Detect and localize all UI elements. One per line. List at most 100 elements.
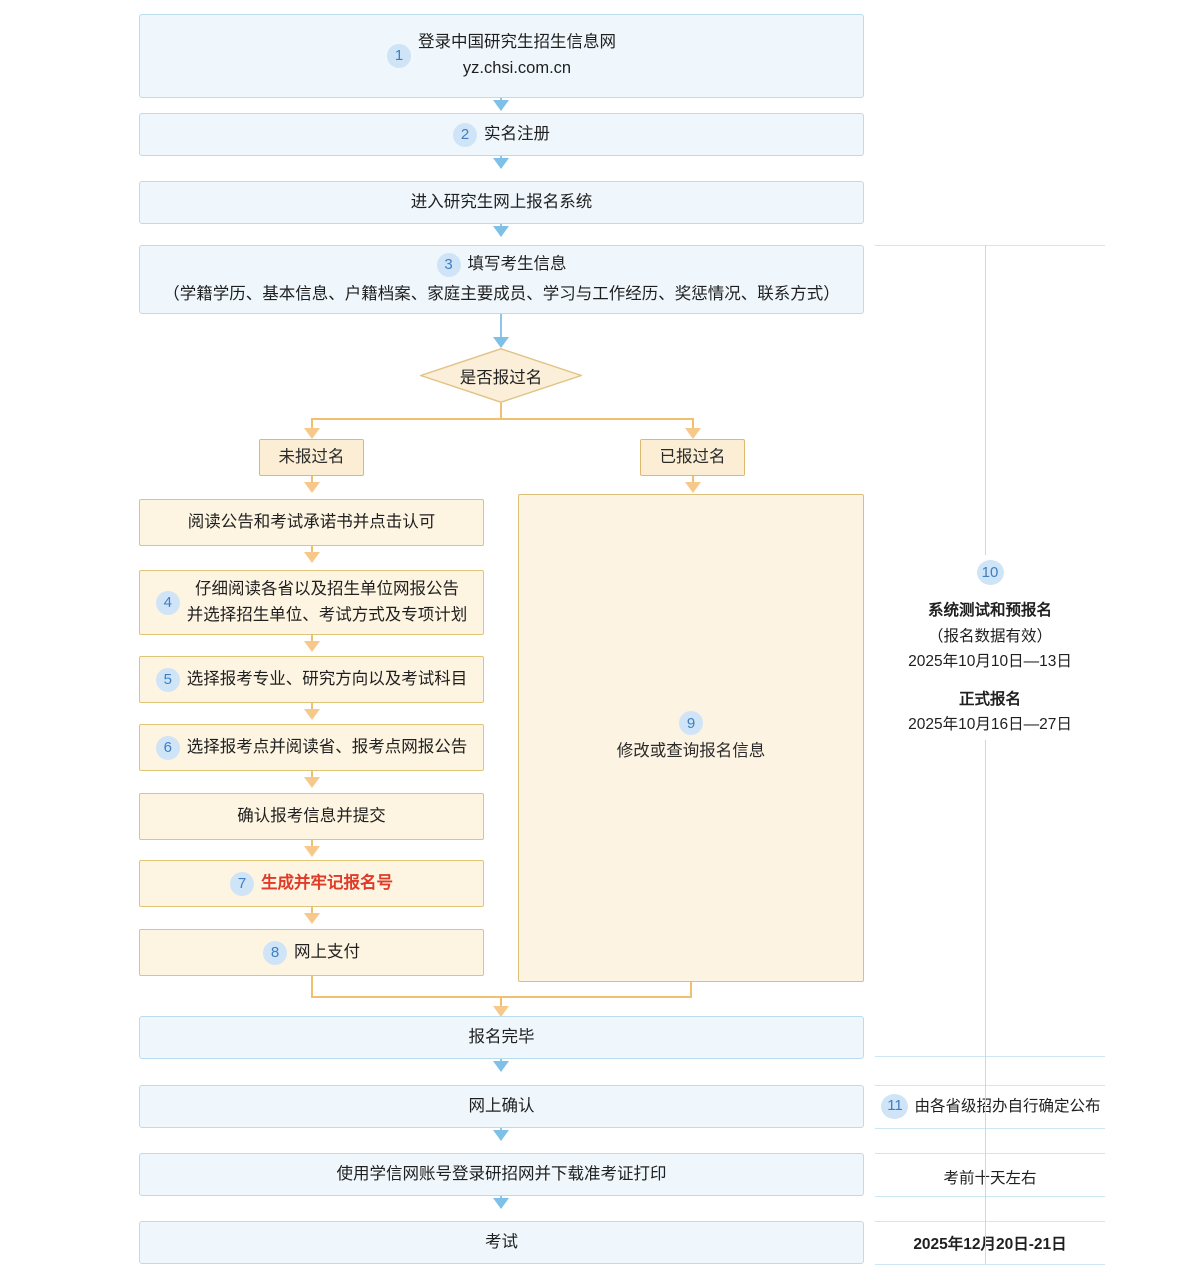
- node-read-notice-commitment[interactable]: 阅读公告和考试承诺书并点击认可: [139, 499, 484, 546]
- node-modify-or-query[interactable]: 9 修改或查询报名信息: [518, 494, 864, 982]
- arrow-decision-left: [304, 428, 320, 439]
- node-branch-already-registered[interactable]: 已报过名: [640, 439, 745, 476]
- arrow-decision-right: [685, 428, 701, 439]
- step-badge-4: 4: [155, 590, 180, 615]
- connector-fillinfo-decision: [500, 314, 502, 340]
- branch-no-label: 未报过名: [278, 447, 345, 466]
- modify-query-label: 修改或查询报名信息: [616, 742, 766, 761]
- panel-divider-exam-top: [875, 1221, 1105, 1222]
- read-notice-label: 阅读公告和考试承诺书并点击认可: [187, 512, 436, 531]
- panel-divider-ticket-bottom: [875, 1196, 1105, 1197]
- node-exam[interactable]: 考试: [139, 1221, 864, 1264]
- arrow-done-confirm: [493, 1061, 509, 1072]
- step-badge-7: 7: [230, 871, 254, 896]
- node-select-major[interactable]: 5 选择报考专业、研究方向以及考试科目: [139, 656, 484, 703]
- arrow-confirm-step7: [304, 846, 320, 857]
- node-branch-not-registered[interactable]: 未报过名: [259, 439, 364, 476]
- arrow-step6-confirm: [304, 777, 320, 788]
- connector-decision-stem: [500, 403, 502, 420]
- arrow-fillinfo-decision: [493, 337, 509, 348]
- node-online-payment[interactable]: 8 网上支付: [139, 929, 484, 976]
- arrow-branchno-readnotice: [304, 482, 320, 493]
- step-badge-9: 9: [679, 711, 703, 736]
- node-read-province-announcements[interactable]: 4 仔细阅读各省以及招生单位网报公告 并选择招生单位、考试方式及专项计划: [139, 570, 484, 635]
- arrow-step5-step6: [304, 709, 320, 720]
- node-signup-complete[interactable]: 报名完毕: [139, 1016, 864, 1059]
- node-login[interactable]: 1 登录中国研究生招生信息网 yz.chsi.com.cn: [139, 14, 864, 98]
- panel-center-line-bottom: [985, 1056, 986, 1264]
- node-real-name-register[interactable]: 2 实名注册: [139, 113, 864, 156]
- timeline-exam-note: 2025年12月20日-21日: [875, 1232, 1105, 1257]
- node-download-admission-ticket[interactable]: 使用学信网账号登录研招网并下载准考证打印: [139, 1153, 864, 1196]
- ticket-note-label: 考前十天左右: [943, 1170, 1037, 1187]
- connector-merge-stem: [500, 996, 502, 1008]
- node-enter-system[interactable]: 进入研究生网上报名系统: [139, 181, 864, 224]
- panel-center-line-lower: [985, 740, 986, 1056]
- online-pay-label: 网上支付: [294, 942, 360, 961]
- panel-center-line-upper: [985, 245, 986, 555]
- timeline-schedule-block: 10 系统测试和预报名 （报名数据有效） 2025年10月10日—13日 正式报…: [875, 560, 1105, 737]
- panel-divider-done: [875, 1056, 1105, 1057]
- panel-divider-confirm-bottom: [875, 1128, 1105, 1129]
- arrow-step4-step5: [304, 641, 320, 652]
- connector-modify-merge: [690, 982, 692, 998]
- exam-label: 考试: [485, 1232, 518, 1251]
- arrow-system-fillinfo: [493, 226, 509, 237]
- node-online-confirmation[interactable]: 网上确认: [139, 1085, 864, 1128]
- arrow-login-register: [493, 100, 509, 111]
- node-fill-info-line2: （学籍学历、基本信息、户籍档案、家庭主要成员、学习与工作经历、奖惩情况、联系方式…: [163, 284, 840, 303]
- step-badge-2: 2: [453, 122, 477, 147]
- arrow-step7-step8: [304, 913, 320, 924]
- arrow-register-system: [493, 158, 509, 169]
- decision-label: 是否报过名: [459, 368, 543, 387]
- step-badge-1: 1: [387, 44, 411, 68]
- connector-step8-merge: [311, 976, 313, 998]
- node-confirm-and-submit[interactable]: 确认报考信息并提交: [139, 793, 484, 840]
- panel-divider-ticket-top: [875, 1153, 1105, 1154]
- node-fill-candidate-info[interactable]: 3 填写考生信息 （学籍学历、基本信息、户籍档案、家庭主要成员、学习与工作经历、…: [139, 245, 864, 314]
- select-major-label: 选择报考专业、研究方向以及考试科目: [186, 669, 468, 688]
- connector-decision-left: [311, 418, 313, 432]
- select-site-label: 选择报考点并阅读省、报考点网报公告: [186, 737, 468, 756]
- schedule-note-1: （报名数据有效）: [927, 627, 1052, 645]
- arrow-confirm-download: [493, 1130, 509, 1141]
- step-badge-3: 3: [436, 252, 461, 277]
- step-badge-10: 10: [976, 560, 1004, 586]
- read-province-line1: 仔细阅读各省以及招生单位网报公告: [195, 579, 459, 598]
- step-badge-6: 6: [155, 735, 180, 760]
- download-ticket-label: 使用学信网账号登录研招网并下载准考证打印: [336, 1164, 667, 1183]
- node-decision-registered-before[interactable]: 是否报过名: [420, 348, 582, 403]
- arrow-branchyes-modify: [685, 482, 701, 493]
- generate-number-label: 生成并牢记报名号: [261, 873, 393, 892]
- schedule-title-1: 系统测试和预报名: [927, 602, 1052, 620]
- confirm-submit-label: 确认报考信息并提交: [237, 806, 386, 825]
- node-enter-system-label: 进入研究生网上报名系统: [410, 192, 593, 211]
- schedule-date-1: 2025年10月10日—13日: [908, 652, 1072, 670]
- exam-note-label: 2025年12月20日-21日: [913, 1236, 1067, 1253]
- signup-done-label: 报名完毕: [468, 1027, 535, 1046]
- node-register-label: 实名注册: [484, 124, 550, 143]
- read-province-line2: 并选择招生单位、考试方式及专项计划: [186, 605, 468, 624]
- node-generate-registration-number[interactable]: 7 生成并牢记报名号: [139, 860, 484, 907]
- step-badge-11: 11: [881, 1094, 909, 1120]
- node-select-exam-site[interactable]: 6 选择报考点并阅读省、报考点网报公告: [139, 724, 484, 771]
- arrow-readnotice-step4: [304, 552, 320, 563]
- step-badge-5: 5: [155, 667, 180, 692]
- diamond-shape-icon: [420, 348, 582, 403]
- branch-yes-label: 已报过名: [659, 447, 726, 466]
- panel-divider-exam-bottom: [875, 1264, 1105, 1265]
- online-confirm-label: 网上确认: [468, 1096, 535, 1115]
- schedule-title-2: 正式报名: [958, 690, 1021, 708]
- timeline-ticket-note: 考前十天左右: [875, 1166, 1105, 1191]
- timeline-confirm-note: 11 由各省级招办自行确定公布: [875, 1094, 1107, 1120]
- connector-decision-split: [312, 418, 694, 420]
- node-login-line2: yz.chsi.com.cn: [462, 59, 572, 77]
- arrow-download-exam: [493, 1198, 509, 1209]
- schedule-date-2: 2025年10月16日—27日: [908, 715, 1072, 733]
- panel-divider-confirm-top: [875, 1085, 1105, 1086]
- node-login-line1: 登录中国研究生招生信息网: [418, 33, 616, 52]
- connector-decision-right: [692, 418, 694, 432]
- arrow-merge-done: [493, 1006, 509, 1017]
- node-fill-info-line1: 填写考生信息: [467, 254, 567, 273]
